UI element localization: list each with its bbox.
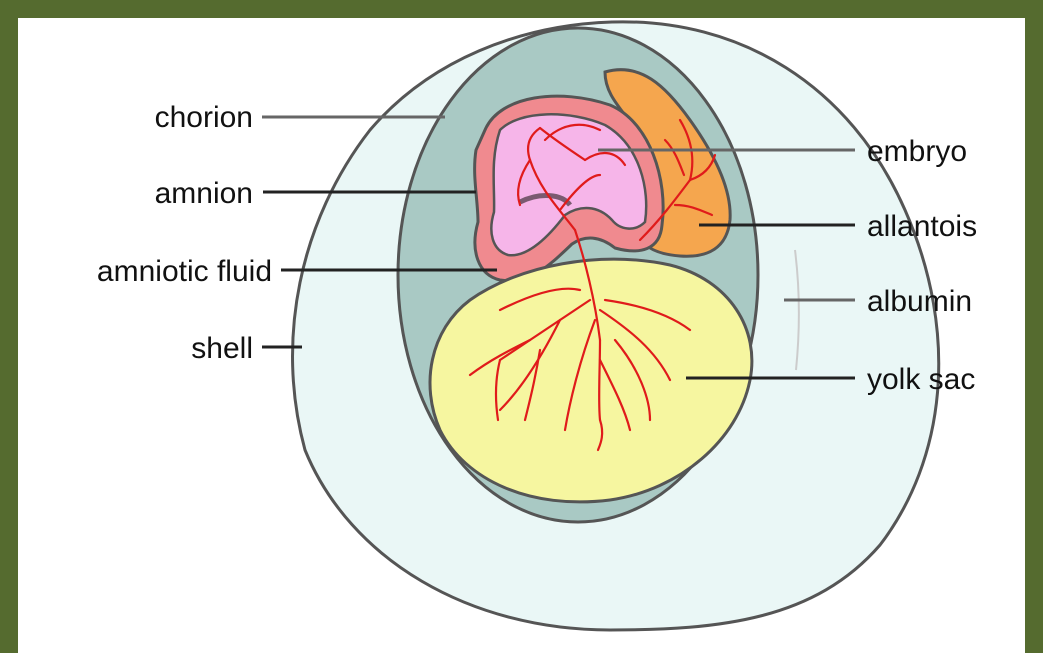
shell-label: shell: [191, 332, 253, 365]
albumin-label: albumin: [867, 285, 972, 318]
embryo-label: embryo: [867, 135, 967, 168]
diagram-frame: chorion amnion amniotic fluid shell embr…: [18, 18, 1025, 653]
allantois-label: allantois: [867, 210, 977, 243]
amnion-label: amnion: [155, 177, 253, 210]
amniotic-fluid-label: amniotic fluid: [97, 255, 272, 288]
chorion-label: chorion: [155, 101, 253, 134]
egg-diagram: chorion amnion amniotic fluid shell embr…: [18, 18, 1025, 653]
yolk-sac-label: yolk sac: [867, 363, 975, 396]
